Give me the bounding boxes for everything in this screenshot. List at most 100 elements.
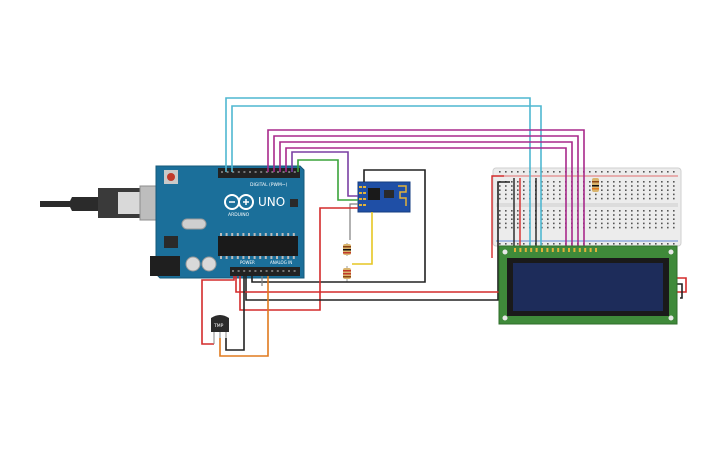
breadboard-hole	[553, 210, 555, 212]
lcd-pin	[573, 248, 576, 252]
lcd-pin	[562, 248, 565, 252]
breadboard-hole	[601, 189, 603, 191]
breadboard-hole	[661, 226, 663, 229]
breadboard[interactable]	[492, 167, 682, 247]
header-pin	[249, 171, 251, 173]
wire-red-esp[interactable]	[239, 207, 358, 311]
header-pin	[293, 171, 296, 173]
breadboard-hole	[595, 171, 597, 173]
wire-gray-rx[interactable]	[349, 203, 358, 240]
header-pin	[237, 171, 240, 173]
breadboard-hole	[649, 185, 651, 187]
usb-cable	[40, 197, 100, 211]
breadboard-hole	[613, 214, 615, 216]
chip-pin	[253, 256, 256, 259]
breadboard-hole	[553, 222, 555, 225]
wire-red-bb[interactable]	[491, 175, 504, 258]
chip-pin	[231, 233, 234, 236]
header-pin	[271, 171, 274, 173]
tmp-temperature-sensor[interactable]: TMP	[211, 315, 229, 344]
breadboard-hole	[553, 193, 555, 196]
breadboard-hole	[655, 181, 657, 183]
esp-pin	[363, 204, 366, 206]
breadboard-hole	[517, 226, 519, 229]
breadboard-hole	[673, 185, 675, 187]
breadboard-hole	[553, 171, 555, 173]
breadboard-hole	[505, 222, 507, 225]
esp-pin	[363, 186, 366, 188]
chip-pin	[242, 256, 245, 259]
lcd-pin	[568, 248, 570, 252]
breadboard-hole	[511, 181, 513, 183]
wire-magenta-3[interactable]	[279, 141, 573, 250]
wire-magenta-4[interactable]	[285, 147, 567, 250]
wire-magenta-1[interactable]	[267, 129, 585, 250]
chip-pin	[236, 256, 239, 259]
lcd-screen	[513, 263, 663, 311]
lcd-16x2-display[interactable]	[498, 245, 678, 325]
breadboard-hole	[667, 218, 669, 220]
breadboard-hole	[619, 218, 621, 220]
wire-black-tmp[interactable]	[225, 276, 245, 351]
breadboard-hole	[607, 226, 609, 229]
chip-pin	[253, 233, 256, 236]
wire-green[interactable]	[297, 159, 358, 201]
breadboard-hole	[505, 197, 507, 200]
breadboard-hole	[559, 218, 561, 220]
breadboard-hole	[559, 171, 561, 173]
breadboard-hole	[619, 185, 621, 187]
esp-pin	[363, 192, 366, 194]
wire-purple[interactable]	[291, 151, 358, 197]
wire-black-esp[interactable]	[251, 169, 426, 283]
wire-cyan-2[interactable]	[231, 105, 542, 250]
breadboard-hole	[619, 226, 621, 229]
header-pin	[271, 270, 274, 272]
breadboard-hole	[643, 185, 645, 187]
wire-orange-tmp[interactable]	[219, 276, 269, 357]
wire-red-lcd[interactable]	[235, 276, 687, 293]
wire-yellow[interactable]	[352, 212, 373, 265]
breadboard-hole	[559, 193, 561, 196]
lcd-pin	[546, 248, 549, 252]
breadboard-hole	[655, 193, 657, 196]
wire-red-tmp[interactable]	[201, 276, 235, 345]
wire-cyan-1[interactable]	[225, 97, 531, 250]
breadboard-hole	[547, 222, 549, 225]
breadboard-hole	[589, 189, 591, 191]
breadboard-hole	[559, 185, 561, 187]
breadboard-hole	[655, 218, 657, 220]
chip-pin	[276, 233, 278, 236]
breadboard-hole	[655, 210, 657, 212]
resistor-1[interactable]	[343, 243, 351, 256]
wire-magenta-2[interactable]	[273, 135, 579, 250]
breadboard-hole	[595, 226, 597, 229]
breadboard-hole	[661, 171, 663, 173]
header-pin	[237, 270, 240, 272]
breadboard-hole	[637, 226, 639, 229]
arduino-uno-board[interactable]: DIGITAL (PWM~) ARDUINO UNO POWER ANALOG …	[40, 165, 305, 279]
breadboard-hole	[619, 171, 621, 173]
breadboard-hole	[523, 193, 525, 196]
resistor-2[interactable]	[343, 266, 351, 282]
chip-pin	[225, 256, 228, 259]
breadboard-hole	[637, 214, 639, 216]
chip-pin	[259, 256, 262, 259]
wire-black-lcd-2[interactable]	[676, 283, 683, 299]
breadboard-hole	[661, 193, 663, 196]
breadboard-hole	[601, 243, 603, 245]
header-pin	[282, 270, 285, 272]
breadboard-hole	[595, 222, 597, 225]
breadboard-hole	[547, 243, 549, 245]
resistor-3[interactable]	[592, 178, 599, 192]
breadboard-hole	[517, 222, 519, 225]
breadboard-hole	[499, 218, 501, 220]
chip-pin	[287, 256, 290, 259]
breadboard-hole	[607, 218, 609, 220]
breadboard-hole	[613, 210, 615, 212]
breadboard-hole	[589, 218, 591, 220]
breadboard-hole	[655, 189, 657, 191]
breadboard-hole	[589, 193, 591, 196]
breadboard-hole	[559, 181, 561, 183]
esp8266-wifi-module[interactable]	[357, 181, 411, 213]
breadboard-hole	[619, 197, 621, 200]
